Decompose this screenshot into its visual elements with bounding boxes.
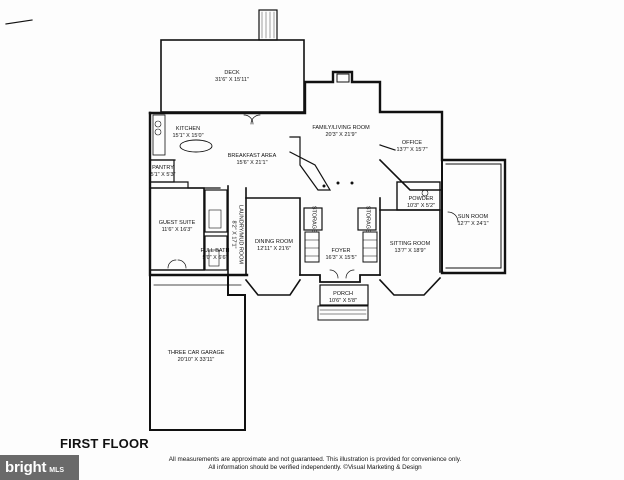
room-label-storage-2: STORAGE xyxy=(364,205,371,233)
disclaimer-line-1: All measurements are approximate and not… xyxy=(168,456,462,463)
watermark-brand: bright xyxy=(5,459,47,476)
disclaimer: All measurements are approximate and not… xyxy=(150,456,480,472)
watermark-suffix: MLS xyxy=(49,466,65,474)
room-label-storage-1: STORAGE xyxy=(310,205,317,233)
watermark-logo: bright MLS xyxy=(0,455,79,480)
chimney xyxy=(258,9,278,41)
disclaimer-line-2: All information should be verified indep… xyxy=(208,464,422,471)
floor-title: FIRST FLOOR xyxy=(60,436,149,451)
